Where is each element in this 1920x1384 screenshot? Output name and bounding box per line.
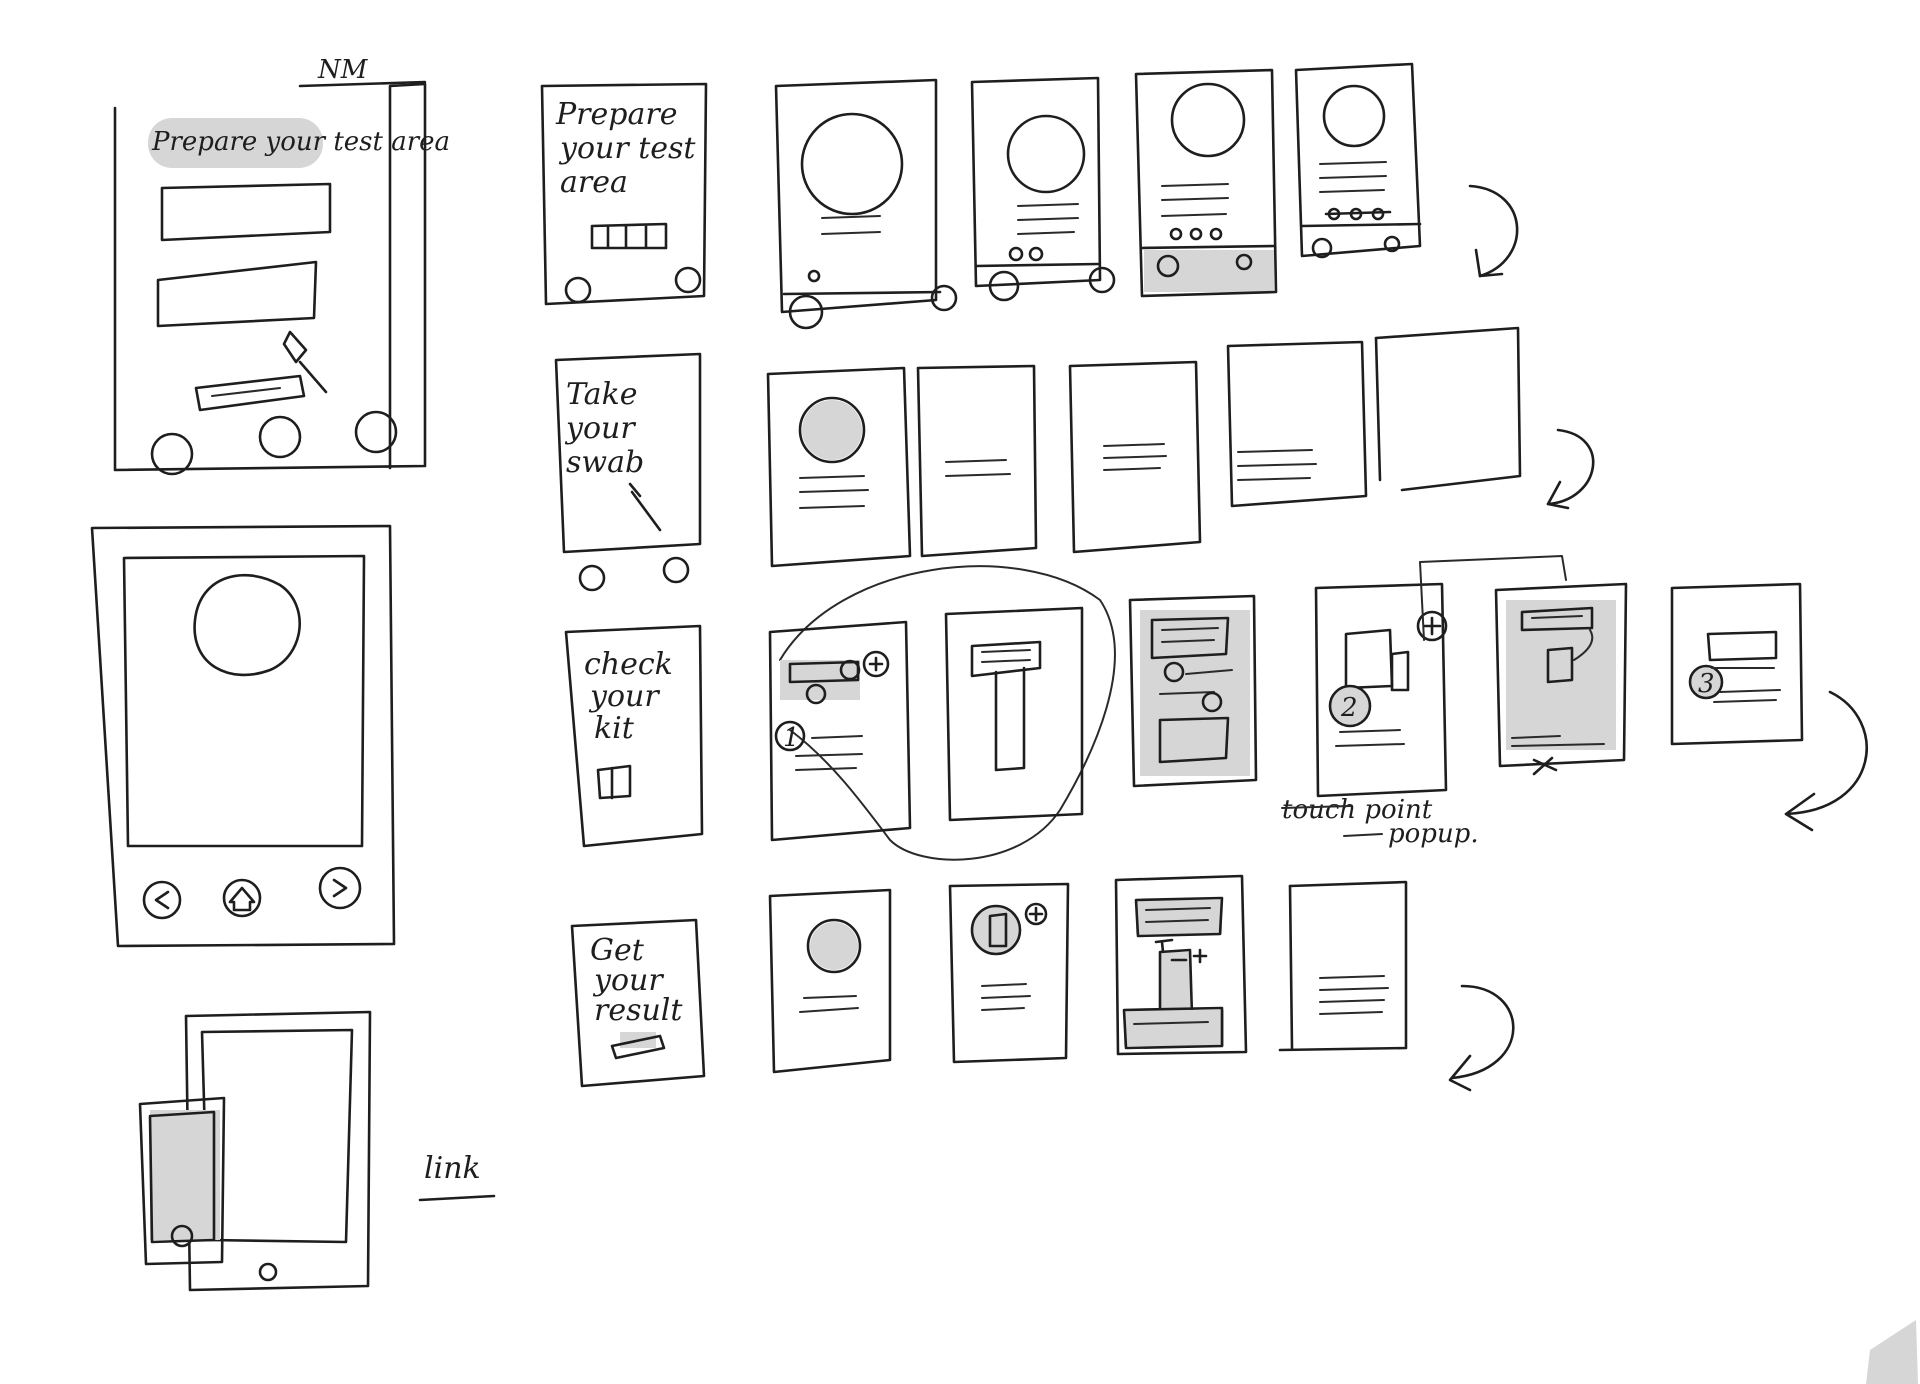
storyboard-row-prepare: Prepare your test area [540, 62, 1519, 330]
nav-button-right [354, 410, 398, 454]
row4-title-line2: your [592, 963, 664, 998]
row4-frame-4 [1114, 874, 1248, 1056]
row4-frame-2 [768, 888, 892, 1074]
tablet-wireframe [90, 524, 396, 948]
corner-smudge [1866, 1320, 1918, 1384]
row2-frame-6 [1374, 326, 1522, 492]
flow-arrow-4 [1450, 984, 1515, 1080]
nav-button-left [150, 432, 194, 476]
grouping-loop [779, 565, 1116, 861]
row2-title-line1: Take [566, 377, 638, 412]
row3-title-line2: your [588, 679, 660, 714]
row4-title-card [570, 918, 706, 1088]
row1-frame-4 [1134, 68, 1278, 298]
row3-frame-5 [1314, 582, 1448, 798]
row1-frame-3 [970, 76, 1102, 288]
row3-frame-7 [1670, 582, 1804, 746]
row2-frame-5 [1226, 340, 1368, 508]
row3-frame-2 [768, 620, 912, 842]
header-highlight [148, 118, 323, 168]
row3-title-line3: kit [594, 711, 635, 746]
storyboard-row-check: check your kit 1 2 [564, 555, 1868, 861]
image-placeholder-circle [193, 573, 301, 677]
row2-title-line3: swab [566, 445, 644, 480]
row2-frame-3 [916, 364, 1038, 558]
forward-arrow-icon [318, 866, 362, 910]
row1-title-line3: area [560, 165, 628, 200]
test-strip-icon [194, 374, 306, 412]
swipe-arrows-icon [1532, 756, 1558, 776]
row2-frame-2 [766, 366, 912, 568]
row3-title-line1: check [584, 647, 673, 682]
row4-frame-3 [948, 882, 1070, 1064]
phone-wireframe: Prepare your test area [113, 82, 450, 476]
flow-arrow-2 [1546, 428, 1595, 506]
row1-title-line2: your test [558, 131, 696, 166]
row4-frame-5 [1278, 880, 1408, 1052]
note-popup: popup. [1388, 819, 1479, 849]
device-combo-sketch [138, 1010, 372, 1292]
link-label: link [424, 1151, 481, 1186]
row2-title-line2: your [564, 411, 636, 446]
row1-title-card [540, 82, 708, 306]
row2-title-card [554, 352, 702, 554]
badge-2: 2 [1340, 693, 1358, 723]
note-touch-point: touch point [1282, 795, 1433, 825]
badge-3: 3 [1698, 669, 1715, 699]
nav-button-center [258, 415, 302, 459]
row3-title-card [564, 624, 704, 848]
input-box-1 [160, 182, 332, 242]
flow-arrow-1 [1468, 184, 1519, 278]
top-scribble: NM [317, 55, 369, 85]
badge-1: 1 [783, 723, 800, 753]
row2-frame-4 [1068, 360, 1202, 554]
row1-title-line1: Prepare [555, 97, 677, 132]
row1-frame-5 [1294, 62, 1422, 258]
swab-icon [282, 330, 328, 394]
header-label: Prepare your test area [151, 127, 450, 157]
row3-frame-6 [1494, 582, 1628, 768]
row4-title-line3: result [594, 993, 683, 1028]
back-arrow-icon [142, 880, 182, 920]
row3-frame-4 [1128, 594, 1258, 788]
flow-arrow-3 [1784, 690, 1868, 816]
storyboard-row-swab: Take your swab [554, 326, 1595, 592]
row3-frame-3 [944, 606, 1084, 822]
home-icon [222, 878, 262, 918]
row1-frame-2 [774, 78, 938, 314]
input-box-2 [156, 260, 318, 328]
row4-title-line1: Get [590, 933, 645, 968]
storyboard-row-result: Get your result [570, 874, 1515, 1092]
top-rule [298, 80, 427, 88]
